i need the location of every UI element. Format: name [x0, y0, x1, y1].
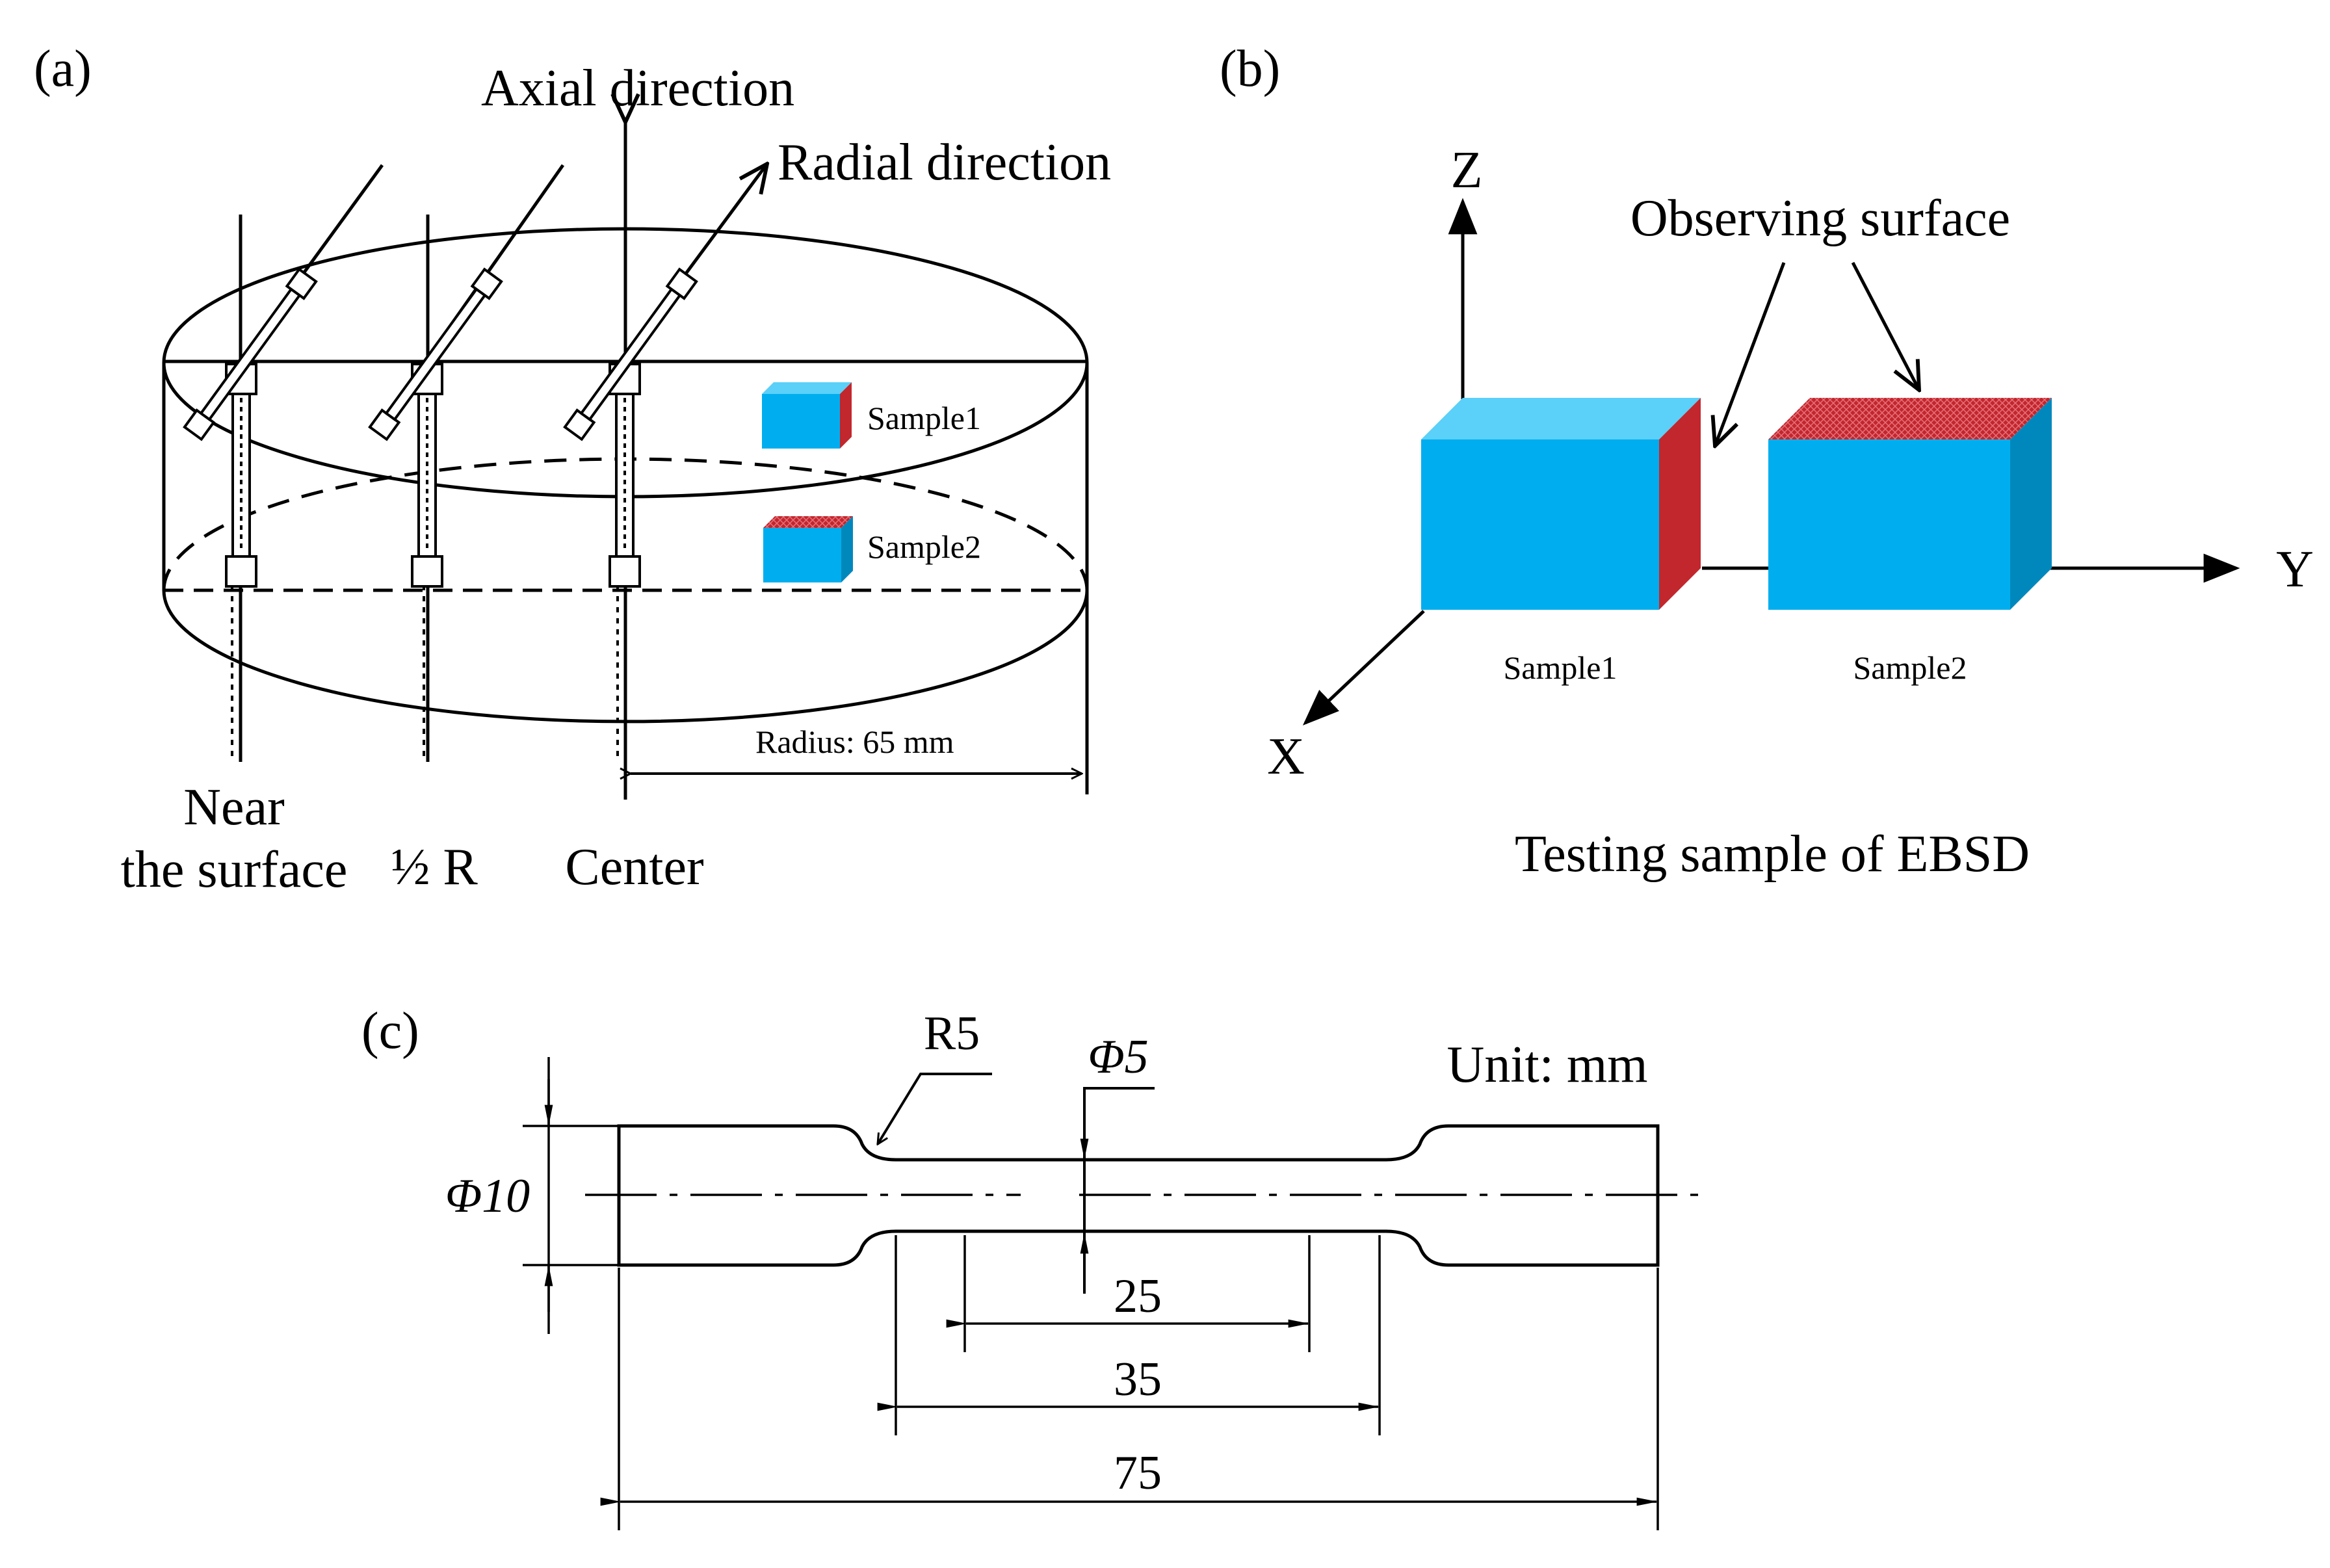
unit-label: Unit: mm: [1447, 1036, 1648, 1093]
radial-specimen-center: [563, 267, 698, 441]
sample1-icon: [762, 382, 852, 449]
panel-c: (c) Unit: mm R5 Φ5 Φ10 25 35: [361, 1002, 1710, 1530]
axial-direction-label: Axial direction: [481, 60, 794, 117]
panel-b: (b) Z Y X Sample1 Sample2 Observing surf…: [1220, 40, 2314, 883]
radial-direction-label: Radial direction: [778, 134, 1111, 191]
sample2-label: Sample2: [867, 529, 981, 565]
phi5-leader: [1083, 1087, 1155, 1294]
r5-label: R5: [924, 1007, 980, 1060]
panel-c-tag: (c): [361, 1002, 419, 1060]
x-axis-label: X: [1267, 728, 1305, 785]
phi10-label: Φ10: [445, 1169, 530, 1223]
z-axis-label: Z: [1451, 142, 1483, 199]
sample1-label: Sample1: [867, 400, 981, 436]
axial-specimen-half: [411, 363, 443, 588]
dim-75-label: 75: [1114, 1446, 1162, 1500]
sample2-block-label: Sample2: [1853, 649, 1967, 686]
sample2-icon: [763, 516, 853, 582]
x-axis: [1302, 610, 1425, 725]
near-label-line1: Near: [183, 779, 284, 836]
r5-leader: [878, 1073, 992, 1144]
y-axis-label: Y: [2276, 541, 2314, 598]
near-label-line2: the surface: [121, 841, 348, 898]
observing-surface-label: Observing surface: [1630, 190, 2010, 247]
axial-specimen-center: [609, 363, 641, 588]
sample2-block: [1768, 398, 2052, 610]
axial-specimen-near: [225, 363, 257, 588]
observing-arrow-sample2: [1851, 261, 1919, 390]
radial-specimen-half: [368, 267, 503, 441]
dim-35-label: 35: [1114, 1353, 1162, 1406]
radial-specimen-near: [183, 267, 318, 441]
specimen-outline: [617, 1124, 1660, 1267]
dim-25-label: 25: [1114, 1270, 1162, 1323]
observing-arrow-sample1: [1715, 262, 1786, 446]
sample1-block-label: Sample1: [1504, 649, 1617, 686]
half-radius-label: ½ R: [391, 839, 478, 896]
radius-label: Radius: 65 mm: [755, 724, 954, 760]
center-label: Center: [565, 839, 703, 896]
sample1-block: [1421, 398, 1701, 610]
panel-b-tag: (b): [1220, 40, 1280, 98]
panel-a-tag: (a): [34, 40, 92, 98]
phi5-label: Φ5: [1088, 1030, 1148, 1084]
panel-b-caption: Testing sample of EBSD: [1515, 826, 2030, 883]
panel-a: (a): [34, 40, 1111, 898]
